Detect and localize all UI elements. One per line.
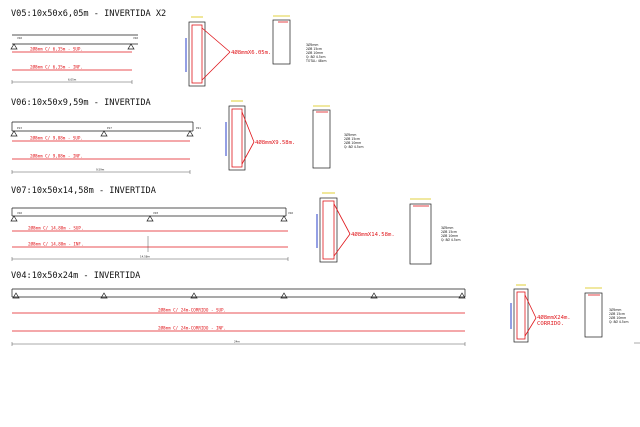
note-line: Q: 8Ø 4.5cm	[441, 237, 460, 242]
support-icon	[10, 130, 18, 137]
beam-v07-section	[319, 197, 338, 263]
beam-v05-stirrup	[191, 24, 203, 84]
support-icon	[10, 43, 18, 50]
beam-v04-note: 3Ø5mm 2Ø8 15cm 2Ø8 10mm Q: 8Ø 4.5cm	[609, 307, 628, 324]
beam-v06-support-3: P21	[196, 126, 201, 130]
support-icon	[10, 215, 18, 222]
support-icon	[370, 292, 378, 299]
note-line: 2Ø8 10mm	[306, 50, 323, 55]
beam-v06-bar-top-label: 2Ø8mm C/ 9,88m - SUP.	[30, 136, 83, 141]
beam-v06-stirrup-detail	[312, 109, 331, 169]
beam-v07-support-1: V02	[17, 211, 22, 215]
beam-v04-section	[513, 288, 529, 343]
callout-leader	[201, 51, 231, 81]
callout-leader	[524, 317, 537, 337]
note-line: 3Ø5mm	[306, 42, 318, 47]
note-line: 2Ø8 15cm	[306, 46, 322, 51]
beam-v06-support-2: P17	[107, 126, 112, 130]
beam-v06-length: 9,59m	[96, 168, 105, 172]
support-icon	[100, 292, 108, 299]
callout-leader	[201, 27, 231, 53]
support-icon	[146, 215, 154, 222]
beam-v06-note: 3Ø5mm 2Ø8 15cm 2Ø8 10mm Q: 8Ø 4.5cm	[344, 132, 363, 149]
callout-leader	[241, 141, 255, 165]
callout-line-1: 4Ø8mmX24m.	[537, 314, 571, 321]
beam-v07-callout: 4Ø8mmX14.58m.	[351, 231, 395, 238]
beam-v07-stirrup-detail	[409, 203, 432, 265]
beam-v06-section	[228, 105, 246, 171]
support-icon	[127, 43, 135, 50]
beam-v04-stirrup	[516, 291, 526, 340]
beam-v05-title: V05:10x50x6,05m - INVERTIDA X2	[11, 9, 166, 19]
callout-leader	[241, 111, 255, 143]
beam-v06-support-1: P13	[17, 126, 22, 130]
note-line: 2Ø8 10mm	[441, 233, 458, 238]
beam-v07-support-2: V03	[153, 211, 158, 215]
note-line: Q: 8Ø 4.5cm	[609, 319, 628, 324]
beam-v04-title: V04:10x50x24m - INVERTIDA	[11, 271, 141, 281]
beam-v05-bar-top-label: 2Ø8mm C/ 6,35m - SUP.	[30, 47, 83, 52]
support-icon	[190, 292, 198, 299]
beam-v07-group: V07:10x50x14,58m - INVERTIDA V02 V03 V02…	[10, 186, 460, 265]
beam-v04-group: V04:10x50x24m - INVERTIDA 2Ø8mm C/ 24m-C…	[11, 271, 628, 346]
beam-v07-note: 3Ø5mm 2Ø8 15cm 2Ø8 10mm Q: 8Ø 4.5cm	[441, 225, 460, 242]
beam-v06-group: V06:10x50x9,59m - INVERTIDA P13 P17 P21 …	[10, 98, 363, 174]
beam-v05-note: 3Ø5mm 2Ø8 15cm 2Ø8 10mm Q: 8Ø 4.5cm TOTA…	[305, 42, 327, 63]
beam-v05-section	[188, 21, 206, 87]
beam-v04-bar-top-label: 2Ø8mm C/ 24m-CORRIDO - SUP.	[158, 308, 226, 313]
beam-v07-stirrup	[322, 200, 335, 260]
note-line: 2Ø8 10mm	[609, 315, 626, 320]
beam-v07-bar-bottom-label: 2Ø8mm C/ 14,88m - INF.	[28, 242, 83, 247]
beam-v05-bar-bottom-label: 2Ø8mm C/ 6,35m - INF.	[30, 65, 83, 70]
note-line: 2Ø8 10mm	[344, 140, 361, 145]
note-line: Q: 8Ø 4.5cm	[306, 54, 325, 59]
support-icon	[100, 130, 108, 137]
beam-v06-title: V06:10x50x9,59m - INVERTIDA	[11, 98, 152, 108]
note-line: 3Ø5mm	[609, 307, 621, 312]
support-icon	[12, 292, 20, 299]
note-line: TOTAL: 48cm	[305, 59, 327, 63]
beam-v05-group: V05:10x50x6,05m - INVERTIDA X2 V02 V02 2…	[10, 9, 327, 87]
beam-v05-length: 6,05m	[68, 78, 77, 82]
note-line: 2Ø8 15cm	[609, 311, 625, 316]
beam-v06-bar-bottom-label: 2Ø8mm C/ 9,88m - INF.	[30, 154, 83, 159]
beam-v06-callout: 4Ø8mmX9.58m.	[255, 139, 295, 146]
note-line: 3Ø5mm	[344, 132, 356, 137]
support-icon	[280, 215, 288, 222]
beam-v04-bar-bottom-label: 2Ø8mm C/ 24m-CORRIDO - INF.	[158, 326, 226, 331]
beam-v05-support-left: V02	[17, 36, 22, 40]
beam-v05-stirrup-detail	[272, 19, 291, 65]
beam-v07-bar-top-label: 2Ø8mm C/ 14,88m - SUP.	[28, 226, 83, 231]
note-line: Q: 8Ø 4.5cm	[344, 144, 363, 149]
beam-v06-stirrup	[231, 108, 243, 168]
beam-v05-support-right: V02	[133, 36, 138, 40]
callout-leader	[333, 233, 351, 257]
support-icon	[458, 292, 466, 299]
note-line: 2Ø8 15cm	[344, 136, 360, 141]
note-line: 2Ø8 15cm	[441, 229, 457, 234]
beam-v04-length: 24m	[234, 340, 240, 344]
beam-v04-callout: 4Ø8mmX24m. CORRIDO.	[537, 314, 574, 327]
beam-v04-stirrup-detail	[584, 292, 603, 338]
beam-v07-length: 14,58m	[140, 255, 150, 259]
support-icon	[280, 292, 288, 299]
beam-v07-support-3: V02	[288, 211, 293, 215]
beam-v05-callout: 4Ø8mmX6.05m.	[231, 49, 271, 56]
callout-leader	[333, 203, 351, 235]
support-icon	[186, 130, 194, 137]
beam-v07-title: V07:10x50x14,58m - INVERTIDA	[11, 186, 157, 196]
callout-line-2: CORRIDO.	[537, 321, 564, 327]
note-line: 3Ø5mm	[441, 225, 453, 230]
callout-leader	[524, 294, 537, 319]
